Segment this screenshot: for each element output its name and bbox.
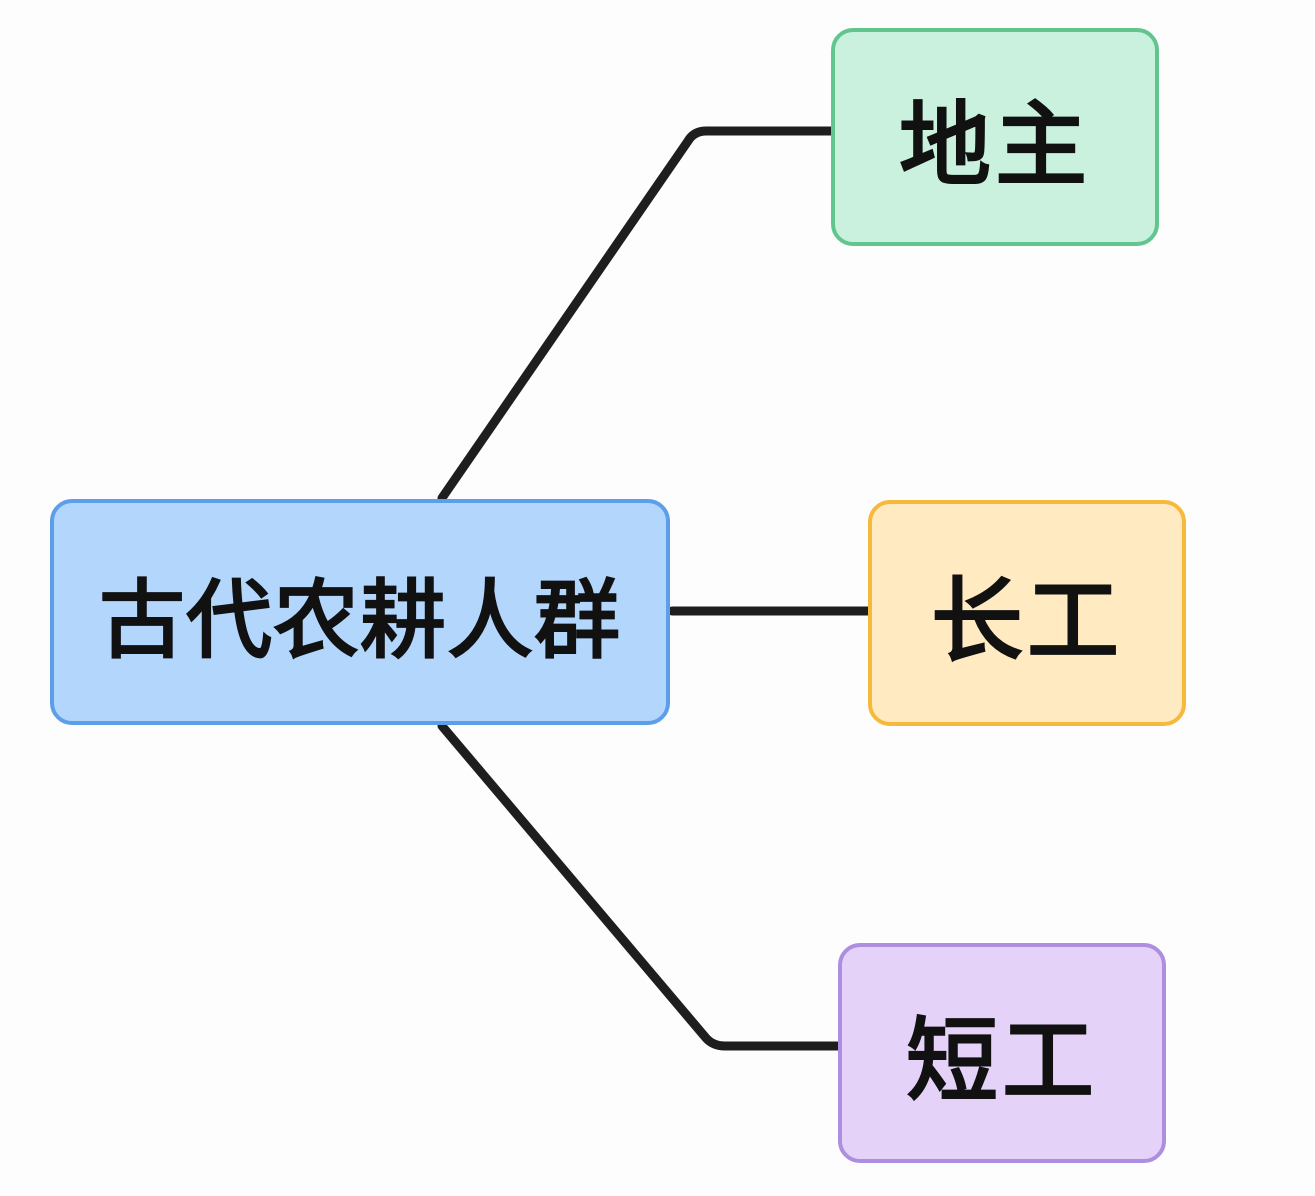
child-node-day-laborer[interactable]: 短工 [838,943,1166,1163]
root-node[interactable]: 古代农耕人群 [50,499,670,725]
root-node-label: 古代农耕人群 [99,570,621,671]
child-node-label: 短工 [905,1007,1098,1115]
child-node-label: 地主 [898,91,1091,199]
connector-root-to-landlord [437,126,838,503]
child-node-label: 长工 [930,567,1123,675]
child-node-long-term-laborer[interactable]: 长工 [868,500,1186,726]
connector-root-to-day-laborer [437,721,845,1051]
child-node-landlord[interactable]: 地主 [831,28,1159,246]
